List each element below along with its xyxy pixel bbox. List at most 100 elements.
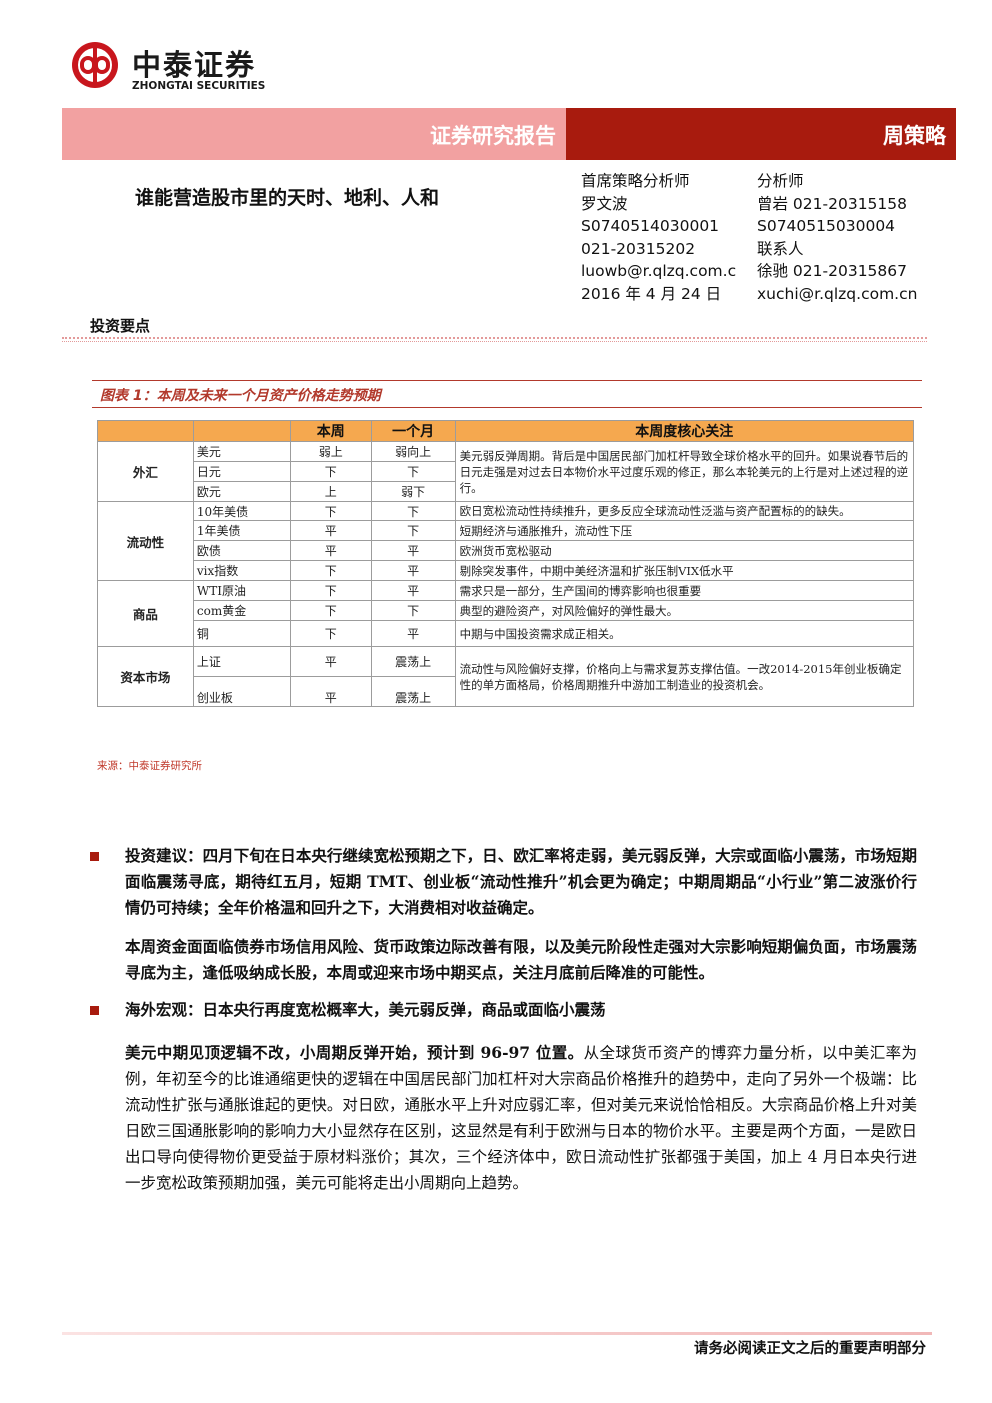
week-cell: 下 bbox=[289, 501, 372, 521]
paragraph-label: 海外宏观： bbox=[125, 1000, 203, 1019]
asset-outlook-table: 本周 一个月 本周度核心关注 外汇 美元 弱上 弱向上 美元弱反弹周期。背后是中… bbox=[97, 420, 915, 707]
paragraph-overseas-macro: 海外宏观：日本央行再度宽松概率大，美元弱反弹，商品或面临小震荡 bbox=[125, 997, 917, 1023]
table-row: 外汇 美元 弱上 弱向上 美元弱反弹周期。背后是中国居民部门加杠杆导致全球价格水… bbox=[97, 441, 915, 502]
report-date: 2016 年 4 月 24 日 bbox=[581, 284, 722, 303]
analyst-role: 分析师 bbox=[757, 172, 804, 190]
company-logo: 中泰证券 ZHONGTAI SECURITIES bbox=[70, 38, 310, 98]
table-row: 创业板 平 震荡上 bbox=[98, 676, 914, 707]
paragraph-lead: 美元中期见顶逻辑不改，小周期反弹开始，预计到 96-97 位置。 bbox=[125, 1043, 584, 1062]
table-row: 欧债 平 平 欧洲货币宽松驱动 bbox=[98, 540, 915, 561]
category-cell: 商品 bbox=[97, 580, 194, 647]
week-cell: 平 bbox=[289, 520, 372, 541]
banner-left: 证券研究报告 bbox=[62, 108, 566, 160]
month-cell: 下 bbox=[370, 501, 456, 521]
table-header-cell bbox=[97, 420, 194, 442]
asset-cell: com黄金 bbox=[192, 600, 291, 621]
month-cell: 平 bbox=[370, 540, 456, 561]
week-cell: 下 bbox=[289, 580, 372, 601]
analyst-info-primary: 首席策略分析师 罗文波 S0740514030001 021-20315202 … bbox=[581, 170, 751, 305]
asset-cell: 铜 bbox=[192, 620, 291, 647]
note-cell: 需求只是一部分，生产国间的博弈影响也很重要 bbox=[454, 580, 915, 601]
report-banner: 证券研究报告 周策略 bbox=[62, 108, 956, 160]
report-category-tag: 周策略 bbox=[883, 124, 946, 148]
paragraph-text: 四月下旬在日本央行继续宽松预期之下，日、欧汇率将走弱，美元弱反弹，大宗或面临小震… bbox=[125, 846, 917, 917]
table-row: 资本市场 上证 平 震荡上 流动性与风险偏好支撑，价格向上与需求复苏支撑估值。一… bbox=[97, 646, 915, 707]
week-cell: 上 bbox=[289, 481, 372, 502]
note-cell: 典型的避险资产，对风险偏好的弹性最大。 bbox=[454, 600, 915, 621]
month-cell: 震荡上 bbox=[370, 646, 456, 677]
brand-name-cn: 中泰证券 bbox=[132, 48, 257, 82]
month-cell: 平 bbox=[370, 620, 456, 647]
week-cell: 下 bbox=[289, 461, 372, 482]
asset-cell: 1年美债 bbox=[192, 520, 291, 541]
paragraph-text: 日本央行再度宽松概率大，美元弱反弹，商品或面临小震荡 bbox=[202, 1000, 606, 1019]
table-row: com黄金 下 下 典型的避险资产，对风险偏好的弹性最大。 bbox=[98, 600, 915, 621]
asset-cell: 欧债 bbox=[192, 540, 291, 561]
zhongtai-logo-icon bbox=[72, 42, 118, 88]
note-cell: 欧日宽松流动性持续推升，更多反应全球流动性泛滥与资产配置标的的缺失。 bbox=[454, 501, 915, 521]
banner-right: 周策略 bbox=[566, 108, 956, 160]
asset-cell: 日元 bbox=[192, 461, 291, 482]
table-row: vix指数 下 平 剔除突发事件，中期中美经济温和扩张压制VIX低水平 bbox=[98, 560, 915, 581]
table-header-cell bbox=[192, 420, 291, 442]
paragraph-usd-analysis: 美元中期见顶逻辑不改，小周期反弹开始，预计到 96-97 位置。从全球货币资产的… bbox=[125, 1040, 917, 1196]
figure-source: 来源：中泰证券研究所 bbox=[97, 760, 202, 772]
category-cell: 资本市场 bbox=[97, 646, 194, 707]
figure-caption-bar: 图表 1：本周及未来一个月资产价格走势预期 bbox=[92, 380, 922, 408]
table-header-cell: 一个月 bbox=[370, 420, 456, 442]
note-cell: 中期与中国投资需求成正相关。 bbox=[454, 620, 915, 647]
table-row: 流动性 10年美债 下 下 欧日宽松流动性持续推升，更多反应全球流动性泛滥与资产… bbox=[97, 501, 915, 581]
month-cell: 下 bbox=[370, 520, 456, 541]
paragraph-investment-advice: 投资建议：四月下旬在日本央行继续宽松预期之下，日、欧汇率将走弱，美元弱反弹，大宗… bbox=[125, 843, 917, 921]
analyst-name: 罗文波 bbox=[581, 194, 628, 213]
asset-cell: 上证 bbox=[192, 646, 291, 677]
note-cell: 剔除突发事件，中期中美经济温和扩张压制VIX低水平 bbox=[454, 560, 915, 581]
asset-cell: vix指数 bbox=[192, 560, 291, 581]
bullet-square-icon bbox=[90, 852, 99, 861]
week-cell: 下 bbox=[289, 620, 372, 647]
analyst-phone: 021-20315202 bbox=[581, 239, 696, 258]
asset-cell: WTI原油 bbox=[192, 580, 291, 601]
bullet-square-icon bbox=[90, 1006, 99, 1015]
note-cell: 美元弱反弹周期。背后是中国居民部门加杠杆导致全球价格水平的回升。如果说春节后的日… bbox=[454, 441, 915, 502]
analyst-license: S0740515030004 bbox=[757, 217, 896, 235]
asset-cell: 创业板 bbox=[192, 676, 291, 707]
table-header-row: 本周 一个月 本周度核心关注 bbox=[97, 420, 915, 442]
footer-disclaimer: 请务必阅读正文之后的重要声明部分 bbox=[694, 1341, 926, 1357]
table-row: 铜 下 平 中期与中国投资需求成正相关。 bbox=[98, 620, 915, 647]
analyst-license: S0740514030001 bbox=[581, 217, 720, 235]
month-cell: 弱向上 bbox=[370, 441, 456, 462]
month-cell: 震荡上 bbox=[370, 676, 456, 707]
analyst-name-phone: 曾岩 021-20315158 bbox=[757, 194, 907, 213]
month-cell: 平 bbox=[370, 580, 456, 601]
analyst-info-secondary: 分析师 曾岩 021-20315158 S0740515030004 联系人 徐… bbox=[757, 170, 917, 305]
contact-role: 联系人 bbox=[757, 239, 804, 258]
note-cell: 欧洲货币宽松驱动 bbox=[454, 540, 915, 561]
footer-divider bbox=[62, 1332, 932, 1335]
month-cell: 弱下 bbox=[370, 481, 456, 502]
week-cell: 下 bbox=[289, 560, 372, 581]
section-header: 投资要点 bbox=[62, 308, 927, 342]
table-row: 商品 WTI原油 下 平 需求只是一部分，生产国间的博弈影响也很重要 bbox=[97, 580, 915, 647]
table-header-cell: 本周 bbox=[289, 420, 372, 442]
report-type-title: 证券研究报告 bbox=[430, 124, 556, 148]
section-divider bbox=[62, 337, 927, 339]
category-cell: 外汇 bbox=[97, 441, 194, 502]
section-divider bbox=[62, 341, 927, 342]
table-header-cell: 本周度核心关注 bbox=[454, 420, 915, 442]
note-cell: 流动性与风险偏好支撑，价格向上与需求复苏支撑估值。一改2014-2015年创业板… bbox=[454, 646, 915, 707]
week-cell: 平 bbox=[289, 646, 372, 677]
figure-caption: 图表 1：本周及未来一个月资产价格走势预期 bbox=[100, 388, 381, 404]
month-cell: 下 bbox=[370, 600, 456, 621]
asset-cell: 欧元 bbox=[192, 481, 291, 502]
month-cell: 下 bbox=[370, 461, 456, 482]
month-cell: 平 bbox=[370, 560, 456, 581]
category-cell: 流动性 bbox=[97, 501, 194, 581]
paragraph-liquidity: 本周资金面面临债券市场信用风险、货币政策边际改善有限，以及美元阶段性走强对大宗影… bbox=[125, 937, 917, 982]
note-cell: 短期经济与通胀推升，流动性下压 bbox=[454, 520, 915, 541]
contact-email: xuchi@r.qlzq.com.cn bbox=[757, 284, 918, 303]
week-cell: 下 bbox=[289, 600, 372, 621]
asset-cell: 美元 bbox=[192, 441, 291, 462]
section-title: 投资要点 bbox=[90, 317, 151, 335]
week-cell: 弱上 bbox=[289, 441, 372, 462]
